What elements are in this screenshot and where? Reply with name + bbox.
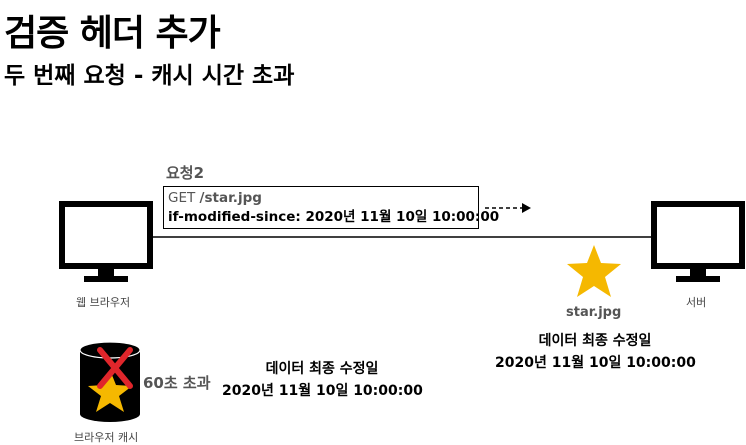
- server-label: 서버: [686, 296, 707, 309]
- cache-expired-text: 60초 초과: [143, 374, 211, 392]
- browser-monitor-icon: [59, 201, 153, 282]
- page-subtitle: 두 번째 요청 - 캐시 시간 초과: [4, 63, 295, 89]
- server-star-icon: [567, 245, 621, 297]
- server-modified-info: 데이터 최종 수정일 2020년 11월 10일 10:00:00: [495, 330, 696, 374]
- server-modified-value: 2020년 11월 10일 10:00:00: [495, 355, 696, 371]
- cache-label: 브라우저 캐시: [74, 431, 139, 444]
- request-box: GET /star.jpg if-modified-since: 2020년 1…: [163, 186, 500, 229]
- request-method: GET: [168, 190, 196, 206]
- request-arrowhead: [522, 203, 531, 213]
- cache-modified-value: 2020년 11월 10일 10:00:00: [222, 383, 423, 399]
- request-path: /star.jpg: [199, 190, 262, 206]
- server-file-name: star.jpg: [566, 305, 622, 320]
- page-title: 검증 헤더 추가: [4, 13, 221, 54]
- server-monitor-icon: [651, 201, 745, 282]
- request-line: GET /star.jpg: [168, 189, 474, 208]
- cache-modified-info: 데이터 최종 수정일 2020년 11월 10일 10:00:00: [222, 358, 423, 402]
- connection-line: [152, 203, 654, 238]
- server-modified-label: 데이터 최종 수정일: [538, 333, 652, 349]
- browser-label: 웹 브라우저: [76, 296, 131, 309]
- request-header: if-modified-since: 2020년 11월 10일 10:00:0…: [168, 209, 500, 225]
- cache-modified-label: 데이터 최종 수정일: [265, 361, 379, 377]
- browser-cache-icon: [79, 341, 141, 422]
- request-label: 요청2: [166, 164, 205, 182]
